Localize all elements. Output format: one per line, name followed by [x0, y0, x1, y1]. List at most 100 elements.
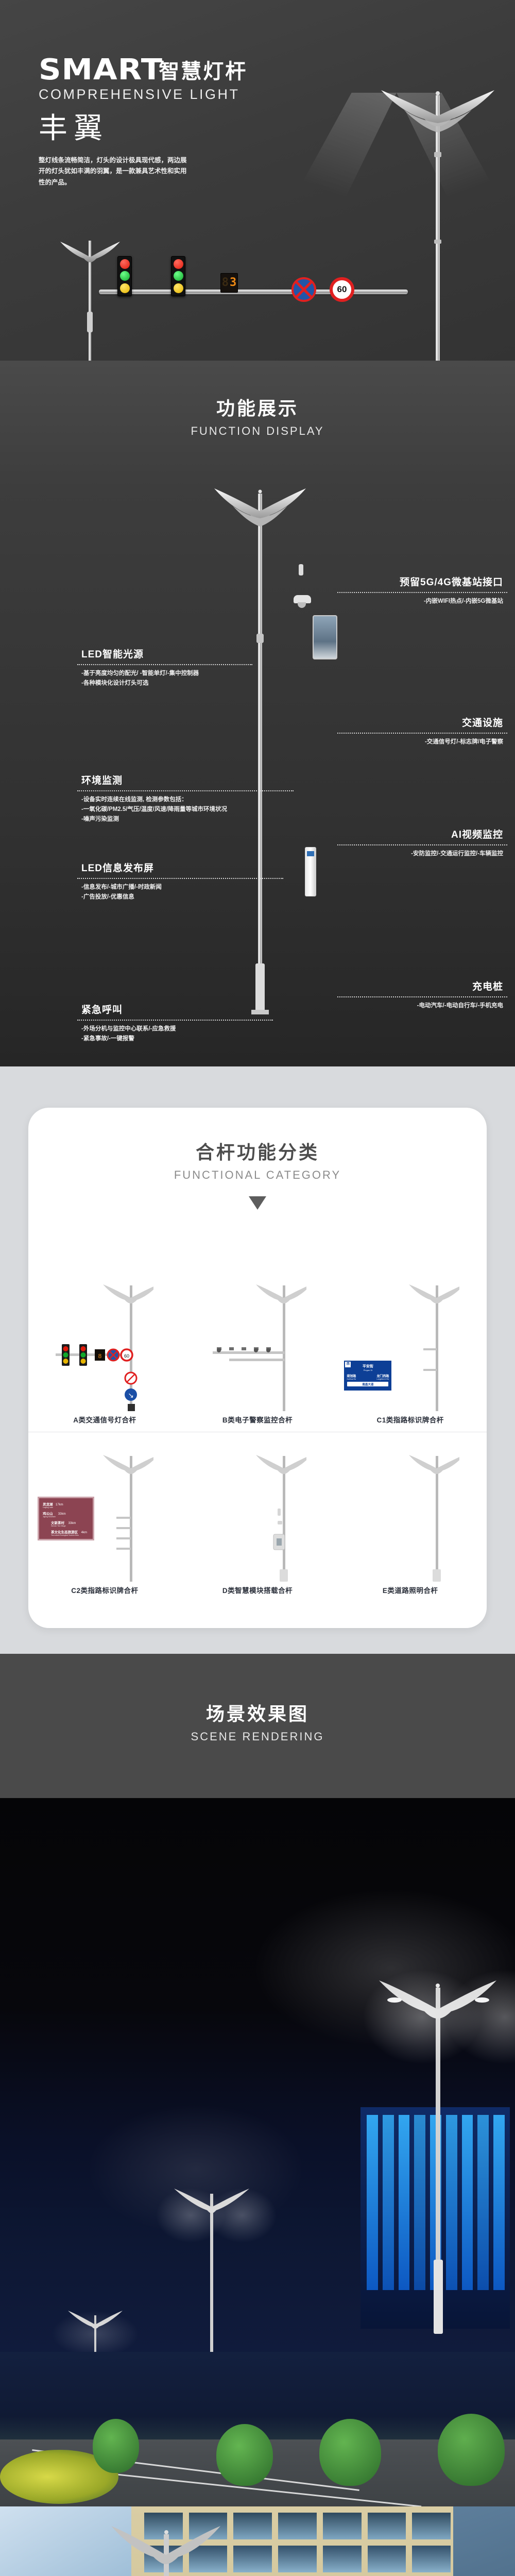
dest-cn: 茶文化生态旅游区: [51, 1531, 78, 1534]
feature-divider: [337, 592, 507, 593]
night-scene-image: [0, 1798, 515, 2352]
function-title-cn: 功能展示: [216, 398, 299, 419]
feature-divider: [337, 733, 507, 734]
dest-distance: 17km: [55, 1503, 63, 1506]
night-mid-pole: [174, 2189, 249, 2352]
tourist-sign-row: 文新茶村 Wenxin Tea Village 33km: [43, 1520, 89, 1527]
feature-title: AI视频监控: [451, 829, 503, 840]
pole-label: B类电子警察监控合杆: [222, 1416, 293, 1424]
brand-cn: 智慧灯杆: [159, 60, 248, 83]
sign-right-en: LongMenXi Rd: [376, 1378, 389, 1380]
feature-item: -噪声污染监测: [81, 816, 119, 822]
feature-divider: [77, 878, 283, 879]
feature-traffic-facility: 交通设施 -交通信号灯/-标志牌/电子警察: [337, 715, 507, 747]
night-building-led-stripes: [367, 2115, 505, 2290]
tourist-sign-row: 茶文化生态旅游区 Tea culture Ecological Tourism …: [43, 1529, 89, 1536]
smart-module-pole-icon: [256, 1455, 306, 1582]
feature-item: -设备实时连续在线监测, 检测参数包括：: [81, 796, 187, 803]
feature-title: 紧急呼叫: [81, 1005, 123, 1015]
pole-card-b[interactable]: B类电子警察监控合杆: [181, 1262, 334, 1432]
speed-limit-sign: 60: [330, 277, 354, 302]
hero-description: 整灯线条流畅简洁，灯头的设计极具现代感，两边展开的灯头犹如丰满的羽翼，是一款兼具…: [39, 156, 187, 187]
feature-title: 充电桩: [472, 981, 503, 992]
dest-distance: 33km: [68, 1522, 76, 1525]
road-lighting-pole-icon: [408, 1455, 459, 1582]
feature-title: 交通设施: [461, 718, 503, 728]
pole-label: D类智慧模块搭载合杆: [222, 1587, 293, 1595]
feature-led-source: LED智能光源 -基于亮度均匀的配光/ -智能单灯/-集中控制器 -各种模块化设…: [77, 647, 252, 688]
tourist-sign-pole-icon: [103, 1455, 154, 1582]
dest-en: Jigong Mountain: [43, 1516, 56, 1518]
dest-distance: 4km: [81, 1531, 87, 1534]
feature-item: -紧急事故/-一键报警: [81, 1035, 134, 1042]
street-tree: [319, 2419, 381, 2486]
pole-card-d[interactable]: D类智慧模块搭载合杆: [181, 1432, 334, 1602]
pole-card-a[interactable]: 8 60 ↘ A类交通信号灯合杆: [28, 1262, 181, 1432]
feature-led-screen: LED信息发布屏 -信息发布/-城市广播/-时政新闻 -广告投放/-优惠信息: [77, 860, 283, 902]
street-tree: [438, 2414, 505, 2486]
hero-title-block: SMART 智慧灯杆 COMPREHENSIVE LIGHT 丰翼 整灯线条流畅…: [39, 53, 248, 189]
tourist-sign-board: 灵龙湖 Lingling Lake 17km 鸡公山 Jigong Mounta…: [38, 1497, 94, 1540]
feature-divider: [337, 996, 507, 997]
night-mid-glow-right: [206, 2187, 278, 2244]
feature-item: -信息发布/-城市广播/-时政新闻: [81, 884, 162, 890]
product-name: 丰翼: [39, 111, 109, 144]
category-title-cn: 合杆功能分类: [195, 1142, 319, 1163]
ai-camera-dome: [298, 602, 306, 608]
feature-item: -内嵌WIFI热点/-内嵌5G微基站: [424, 598, 503, 604]
sign-avenue-band: 南昌大道: [347, 1382, 389, 1386]
down-triangle-icon: [249, 1196, 266, 1210]
dest-cn: 鸡公山: [43, 1512, 53, 1516]
tourist-sign-row: 鸡公山 Jigong Mountain 33km: [43, 1511, 89, 1518]
signal-cross-arm: [99, 290, 408, 294]
feature-pole-illustration: [214, 488, 306, 1014]
tourist-sign-row: 灵龙湖 Lingling Lake 17km: [43, 1501, 89, 1509]
signal-red-lamp: [119, 259, 130, 269]
function-section-header: 功能展示 FUNCTION DISPLAY: [0, 361, 515, 438]
glass-tower-left: [0, 2506, 134, 2576]
pole-card-e[interactable]: E类道路照明合杆: [334, 1432, 487, 1602]
brand-en: SMART: [39, 53, 163, 87]
feature-divider: [77, 664, 252, 665]
scene-rendering-header-section: 场景效果图 SCENE RENDERING: [0, 1654, 515, 1798]
hero-subtitle-en: COMPREHENSIVE LIGHT: [39, 86, 240, 102]
traffic-light-2: [171, 256, 185, 296]
dest-cn: 灵龙湖: [43, 1503, 53, 1506]
night-far-pole: [68, 2311, 123, 2352]
feature-ai-video: AI视频监控 -安防监控/-交通运行监控/-车辆监控: [337, 827, 507, 859]
reference-light-pole: [60, 241, 120, 361]
pole-row: 灵龙湖 Lingling Lake 17km 鸡公山 Jigong Mounta…: [28, 1432, 487, 1602]
pole-label: E类道路照明合杆: [382, 1587, 438, 1595]
street-tree: [93, 2419, 139, 2473]
pole-label: C1类指路标识牌合杆: [376, 1416, 444, 1424]
pole-label: A类交通信号灯合杆: [73, 1416, 136, 1424]
feature-charging-pile: 充电桩 -电动汽车/-电动自行车/-手机充电: [337, 979, 507, 1011]
category-header: 合杆功能分类 FUNCTIONAL CATEGORY: [28, 1108, 487, 1210]
charging-pile: [305, 847, 316, 896]
speed-limit-value: 60: [337, 284, 347, 294]
feature-item: -广告投放/-优惠信息: [81, 893, 134, 900]
function-display-section: 功能展示 FUNCTION DISPLAY 预留: [0, 361, 515, 1066]
street-tree: [216, 2424, 273, 2486]
e-police-camera-pole-icon: [213, 1284, 306, 1411]
scene-title-en: SCENE RENDERING: [191, 1730, 324, 1743]
dest-distance: 33km: [58, 1513, 66, 1516]
hero-section: SMART 智慧灯杆 COMPREHENSIVE LIGHT 丰翼 整灯线条流畅…: [0, 0, 515, 361]
signal-green-lamp: [173, 271, 183, 281]
pole-card-c1[interactable]: 西 平安街 Pingan St 规划路 GuiHua Rd 龙门西路 LongM…: [334, 1262, 487, 1432]
pole-card-c2[interactable]: 灵龙湖 Lingling Lake 17km 鸡公山 Jigong Mounta…: [28, 1432, 181, 1602]
dest-en: Tea culture Ecological Tourism Area: [51, 1534, 79, 1536]
scene-header: 场景效果图 SCENE RENDERING: [0, 1654, 515, 1743]
scene-title-cn: 场景效果图: [205, 1703, 309, 1724]
night-light-glow-left: [360, 1968, 484, 2066]
feature-environment-monitor: 环境监测 -设备实时连续在线监测, 检测参数包括： -一氧化碳/PM2.5/气压…: [77, 773, 294, 824]
feature-item: -基于亮度均匀的配光/ -智能单灯/-集中控制器: [81, 670, 199, 676]
env-sensor-icon: [299, 564, 303, 575]
led-info-screen: [313, 615, 337, 659]
pole-grid: 8 60 ↘ A类交通信号灯合杆: [28, 1262, 487, 1602]
sign-avenue-cn: 南昌大道: [362, 1383, 374, 1386]
ai-camera-icon: [294, 595, 311, 603]
guide-sign-board: 西 平安街 Pingan St 规划路 GuiHua Rd 龙门西路 LongM…: [343, 1360, 393, 1392]
countdown-digit: 3: [230, 276, 237, 289]
charging-pile-panel: [307, 851, 314, 856]
